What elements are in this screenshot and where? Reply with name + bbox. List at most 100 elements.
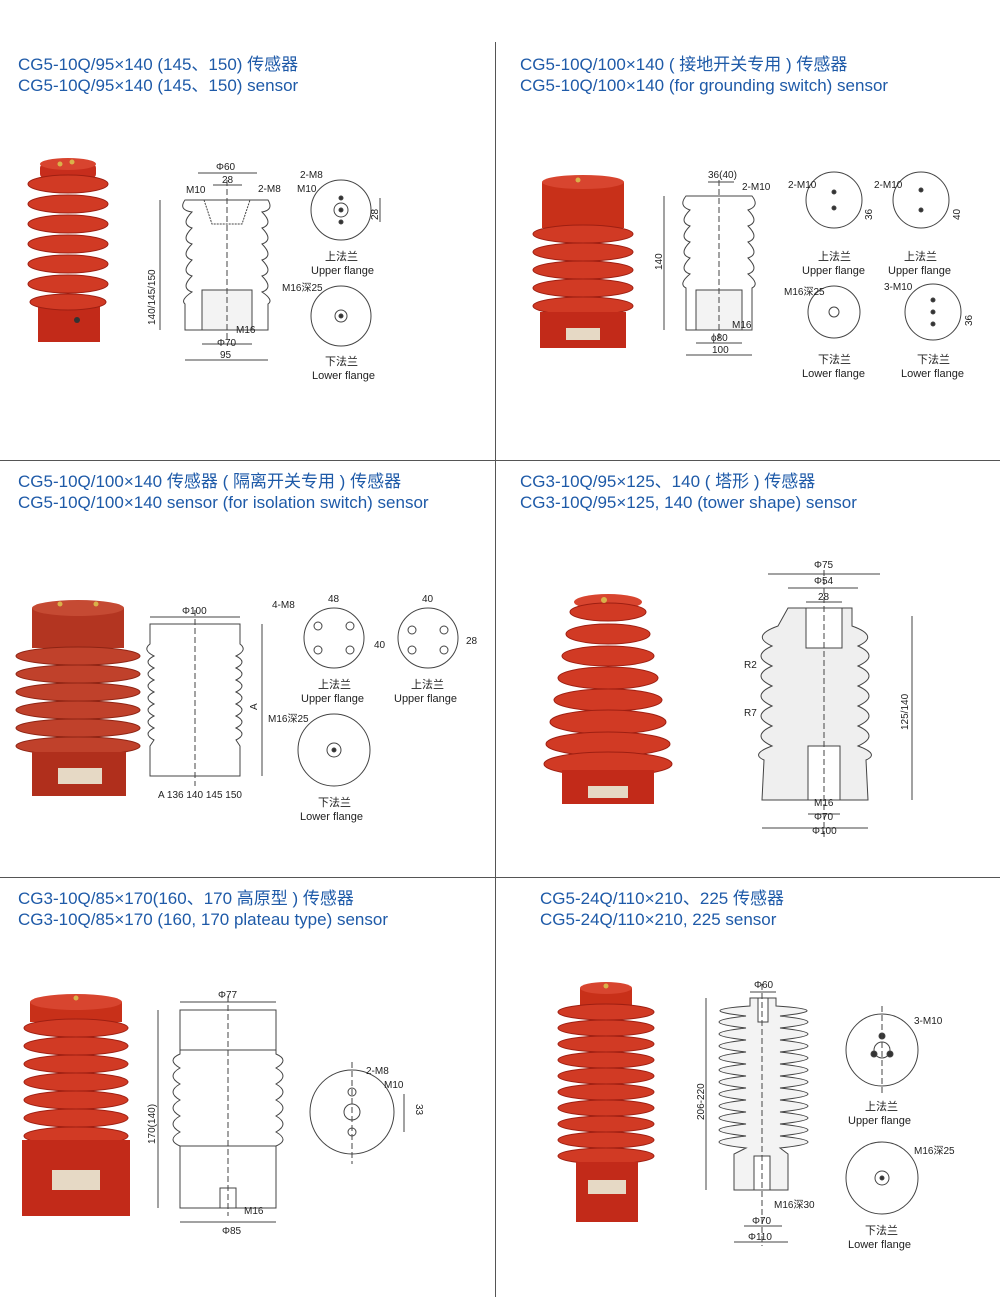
panel-3-figure: Φ100 A A 136 140 145 150 4-M8 48 40 40 2…: [15, 594, 478, 823]
p6-dim-phi70: Φ70: [752, 1216, 772, 1227]
panel-6-title-en: CG5-24Q/110×210, 225 sensor: [540, 910, 777, 929]
panel-3-title-en: CG5-10Q/100×140 sensor (for isolation sw…: [18, 493, 429, 512]
panel-6-insulator-photo: [557, 982, 655, 1222]
p2-lower-36: 36: [964, 314, 975, 326]
vertical-divider: [495, 42, 496, 1297]
dim-95: 95: [220, 350, 232, 361]
dim-phi70: Φ70: [217, 338, 237, 349]
p6-upper-cn: 上法兰: [865, 1099, 898, 1113]
p2-dim-2m10: 2-M10: [742, 182, 771, 193]
dim-m16: M16: [236, 325, 256, 336]
lower-flange-en: Lower flange: [312, 370, 375, 382]
panel-5-figure: Φ77 170(140) M16 Φ85 2-M8 M10 33: [22, 990, 424, 1237]
p3-upper-28: 28: [466, 636, 478, 647]
p3-dim-a-values: A 136 140 145 150: [158, 790, 242, 801]
panel-2-figure: 36(40) 2-M10 140 M16 ϕ80 100 2-M10 36 2-…: [532, 170, 975, 380]
p2-lower-cn-1: 下法兰: [818, 352, 851, 366]
panel-1-title-en: CG5-10Q/95×140 (145、150) sensor: [18, 76, 299, 95]
upper-28: 28: [370, 208, 381, 220]
p6-dim-m16: M16深30: [774, 1199, 815, 1211]
lower-m16: M16深25: [282, 282, 323, 294]
dim-2m8: 2-M8: [258, 184, 281, 195]
panel-3-insulator-photo: [15, 600, 141, 796]
p6-upper-en: Upper flange: [848, 1115, 911, 1127]
dim-phi60: Φ60: [216, 162, 236, 173]
panel-4-title: CG3-10Q/95×125、140 ( 塔形 ) 传感器 CG3-10Q/95…: [520, 471, 857, 513]
p6-dim-phi110: Φ110: [748, 1232, 772, 1243]
panel-1-figure: Φ60 28 M10 2-M8 140/145/150 M16 Φ70 95 2…: [27, 158, 381, 382]
lower-flange-cn: 下法兰: [325, 354, 358, 368]
panel-3-drawing: [146, 607, 459, 787]
p2-upper-en-1: Upper flange: [802, 265, 865, 277]
panel-2-title-cn: CG5-10Q/100×140 ( 接地开关专用 ) 传感器: [520, 55, 848, 74]
p2-dim-140: 140: [654, 253, 665, 270]
p5-upper-2m8: 2-M8: [366, 1066, 389, 1077]
panel-2-title: CG5-10Q/100×140 ( 接地开关专用 ) 传感器 CG5-10Q/1…: [520, 54, 888, 96]
p2-lower-en-1: Lower flange: [802, 368, 865, 380]
panel-2-drawing: [663, 171, 962, 356]
panel-1-title: CG5-10Q/95×140 (145、150) 传感器 CG5-10Q/95×…: [18, 54, 298, 96]
p2-upper-cn-2: 上法兰: [904, 249, 937, 263]
p4-dim-28: 28: [818, 592, 830, 603]
panel-4-insulator-photo: [543, 594, 673, 804]
p3-lower-cn: 下法兰: [318, 795, 351, 809]
p5-dim-m16: M16: [244, 1206, 264, 1217]
horizontal-divider-1: [0, 460, 1000, 461]
panel-5-insulator-photo: [22, 994, 130, 1216]
panel-1-title-cn: CG5-10Q/95×140 (145、150) 传感器: [18, 55, 299, 74]
upper-flange-cn: 上法兰: [325, 249, 358, 263]
panel-4-title-cn: CG3-10Q/95×125、140 ( 塔形 ) 传感器: [520, 472, 816, 491]
panel-6-title-cn: CG5-24Q/110×210、225 传感器: [540, 889, 784, 908]
p2-upper-en-2: Upper flange: [888, 265, 951, 277]
p2-lower-en-2: Lower flange: [901, 368, 964, 380]
panel-5-title-en: CG3-10Q/85×170 (160, 170 plateau type) s…: [18, 910, 388, 929]
p6-lower-cn: 下法兰: [865, 1223, 898, 1237]
panel-4-title-en: CG3-10Q/95×125, 140 (tower shape) sensor: [520, 493, 857, 512]
p5-upper-33: 33: [413, 1104, 424, 1116]
upper-m10: M10: [297, 184, 317, 195]
panel-2-insulator-photo: [532, 175, 634, 348]
p3-upper-40b: 40: [422, 594, 434, 605]
p5-upper-m10: M10: [384, 1080, 404, 1091]
p3-upper-cn-2: 上法兰: [411, 677, 444, 691]
p5-dim-phi85: Φ85: [222, 1226, 242, 1237]
p2-lower-m16: M16深25: [784, 286, 825, 298]
horizontal-divider-2: [0, 877, 1000, 878]
p5-dim-height: 170(140): [147, 1104, 158, 1144]
upper-2m8: 2-M8: [300, 170, 323, 181]
upper-flange-en: Upper flange: [311, 265, 374, 277]
panel-5-drawing: [157, 996, 405, 1223]
dim-m10: M10: [186, 185, 206, 196]
p2-upper-36: 36: [864, 208, 875, 220]
panel-6-figure: Φ60 206-220 M16深30 Φ70 Φ110 3-M10 上法兰 Up…: [557, 980, 955, 1251]
panel-4-figure: Φ75 Φ54 28 R2 R7 125/140 M16 Φ70 Φ100: [543, 560, 913, 840]
p2-upper-cn-1: 上法兰: [818, 249, 851, 263]
p4-dim-phi54: Φ54: [814, 576, 834, 587]
dim-28: 28: [222, 175, 234, 186]
panel-5-title-cn: CG3-10Q/85×170(160、170 高原型 ) 传感器: [18, 889, 354, 908]
p6-dim-height: 206-220: [696, 1083, 707, 1120]
panel-6-drawing: [705, 984, 919, 1246]
p2-dim-m16: M16: [732, 320, 752, 331]
p3-upper-40a: 40: [374, 640, 386, 651]
p4-dim-r2: R2: [744, 660, 757, 671]
p3-lower-en: Lower flange: [300, 811, 363, 823]
panel-1-drawing: [159, 172, 381, 361]
p2-upper-2m10-a: 2-M10: [788, 180, 817, 191]
p6-upper-3m10: 3-M10: [914, 1016, 943, 1027]
p3-dim-phi100: Φ100: [182, 606, 207, 617]
p4-dim-height: 125/140: [900, 693, 911, 730]
p6-lower-en: Lower flange: [848, 1239, 911, 1251]
dim-height: 140/145/150: [147, 269, 158, 325]
panel-3-title-cn: CG5-10Q/100×140 传感器 ( 隔离开关专用 ) 传感器: [18, 472, 402, 491]
panel-2-title-en: CG5-10Q/100×140 (for grounding switch) s…: [520, 76, 889, 95]
p3-upper-en-1: Upper flange: [301, 693, 364, 705]
panel-6-title: CG5-24Q/110×210、225 传感器 CG5-24Q/110×210,…: [540, 888, 784, 930]
p3-upper-cn-1: 上法兰: [318, 677, 351, 691]
p3-upper-48: 48: [328, 594, 340, 605]
p2-dim-100: 100: [712, 345, 729, 356]
p2-dim-phi80: ϕ80: [711, 333, 728, 344]
p3-upper-4m8: 4-M8: [272, 600, 295, 611]
p3-dim-a: A: [249, 703, 260, 710]
p4-dim-m16: M16: [814, 798, 834, 809]
